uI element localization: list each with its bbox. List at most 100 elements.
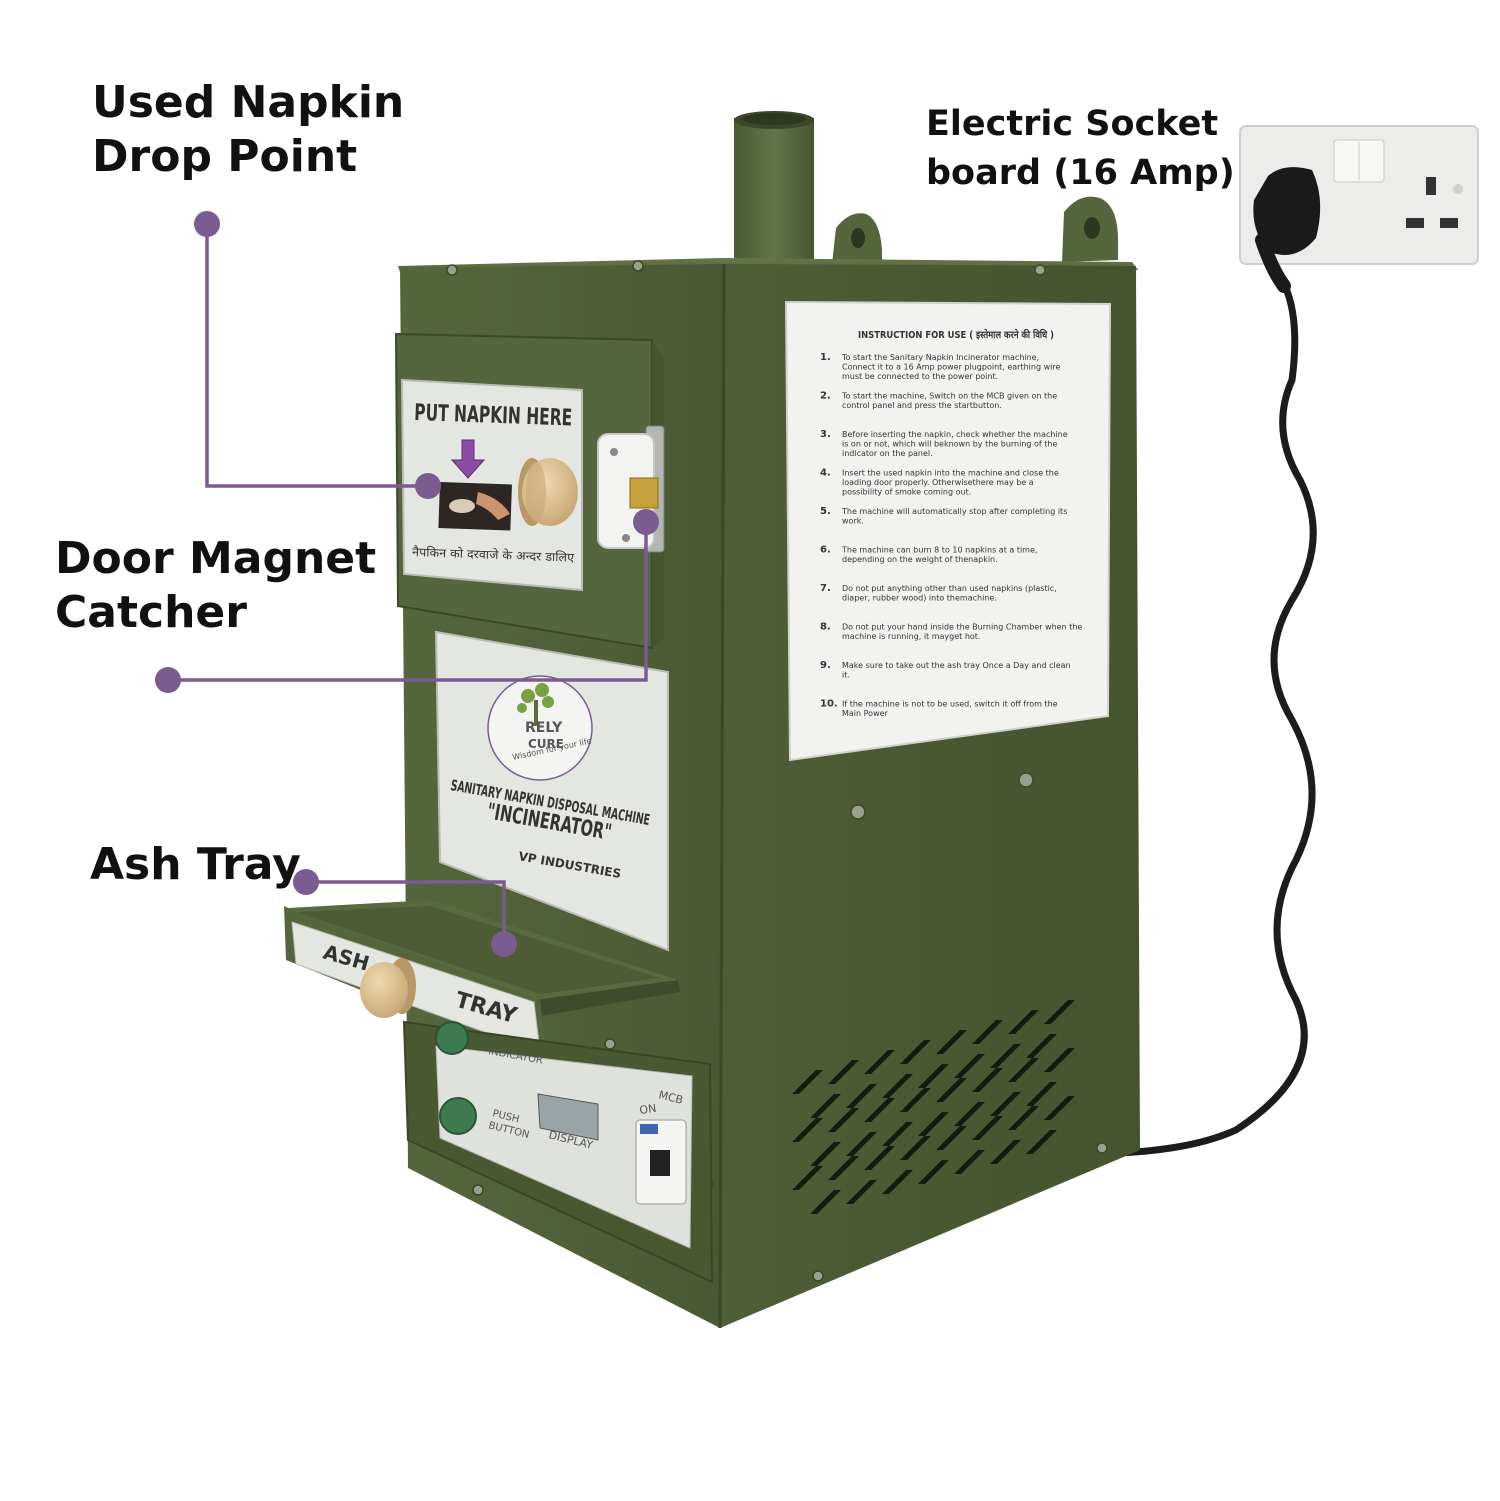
callout-door-magnet-line2: Catcher: [55, 586, 247, 638]
vent-slot: [828, 1060, 859, 1084]
instruction-number: 3.: [820, 429, 831, 440]
vent-slot: [918, 1064, 949, 1088]
vent-slot: [828, 1156, 859, 1180]
callout-ash-tray-line1: Ash Tray: [90, 839, 301, 890]
vent-slot: [900, 1040, 931, 1064]
ash-tray: ASH TRAY: [284, 900, 680, 1062]
down-arrow-icon: [450, 439, 486, 479]
instruction-number: 1.: [820, 352, 831, 363]
indicator-light: [435, 1021, 469, 1055]
vent-slot: [936, 1078, 967, 1102]
vent-slot: [900, 1136, 931, 1160]
door-label-hindi: नैपकिन को दरवाजे के अन्दर डालिए: [412, 545, 575, 565]
napkin-picture: [438, 481, 512, 531]
callout-drop-point-line1: Used Napkin: [92, 77, 405, 128]
instruction-text: If the machine is not to be used, switch…: [842, 700, 1058, 719]
vent-slot: [1026, 1130, 1057, 1154]
callout-socket-line2: board (16 Amp): [926, 153, 1235, 193]
ventilation-slots: [792, 1000, 1075, 1214]
vent-slot: [882, 1122, 913, 1146]
callout-dots: [155, 211, 659, 957]
vent-slot: [864, 1050, 895, 1074]
callout-lines: [168, 224, 648, 944]
instruction-number: 5.: [820, 506, 831, 517]
display-window: [537, 1093, 599, 1141]
chimney: [734, 118, 814, 268]
brand-line2: CURE: [528, 737, 564, 751]
vent-slot: [972, 1020, 1003, 1044]
door-knob: [518, 458, 578, 526]
vent-slot: [846, 1180, 877, 1204]
instruction-number: 8.: [820, 622, 831, 633]
vent-slot: [1026, 1082, 1057, 1106]
panel-mcb: MCB: [657, 1088, 684, 1107]
plug-icon: [1253, 167, 1321, 293]
vent-slot: [1008, 1058, 1039, 1082]
instruction-text: Make sure to take out the ash tray Once …: [842, 661, 1071, 680]
vent-slot: [882, 1074, 913, 1098]
vent-slot: [792, 1166, 823, 1190]
vent-slot: [1044, 1000, 1075, 1024]
vent-slot: [810, 1142, 841, 1166]
instruction-text: Do not put your hand inside the Burning …: [842, 623, 1082, 642]
vent-slot: [864, 1098, 895, 1122]
vent-slot: [954, 1054, 985, 1078]
vent-slot: [1008, 1106, 1039, 1130]
instruction-sheet: [784, 300, 1112, 762]
instruction-number: 9.: [820, 660, 831, 671]
vent-slot: [918, 1112, 949, 1136]
vent-slot: [1044, 1096, 1075, 1120]
power-cable: [1026, 282, 1317, 1158]
brand-logo: [487, 675, 593, 781]
instruction-text: Before inserting the napkin, check wheth…: [842, 430, 1068, 458]
vent-slot: [1008, 1010, 1039, 1034]
control-panel: [435, 1045, 693, 1249]
callout-electric-socket: Electric Socket board (16 Amp): [926, 100, 1235, 198]
vent-slot: [864, 1146, 895, 1170]
instruction-number: 6.: [820, 545, 831, 556]
door-label: PUT NAPKIN HERE: [414, 400, 573, 431]
instruction-text: To start the machine, Switch on the MCB …: [841, 392, 1057, 411]
vent-slot: [936, 1126, 967, 1150]
vent-slot: [1026, 1034, 1057, 1058]
vent-slot: [990, 1092, 1021, 1116]
push-button[interactable]: [439, 1097, 477, 1135]
instruction-text: Do not put anything other than used napk…: [842, 584, 1057, 603]
instruction-text: Insert the used napkin into the machine …: [842, 469, 1059, 497]
instruction-text: To start the Sanitary Napkin Incinerator…: [841, 353, 1060, 381]
vent-slot: [1044, 1048, 1075, 1072]
vent-slot: [918, 1160, 949, 1184]
instruction-number: 4.: [820, 468, 831, 479]
vent-slot: [900, 1088, 931, 1112]
panel-on: ON: [639, 1102, 658, 1117]
callout-socket-line1: Electric Socket: [926, 104, 1219, 144]
instruction-text: The machine can burn 8 to 10 napkins at …: [841, 546, 1037, 565]
brand-line1: RELY: [525, 720, 563, 736]
vent-slot: [810, 1094, 841, 1118]
instruction-number: 2.: [820, 391, 831, 402]
vent-slot: [810, 1190, 841, 1214]
vent-slot: [936, 1030, 967, 1054]
callout-door-magnet-line1: Door Magnet: [55, 533, 377, 584]
instruction-list: INSTRUCTION FOR USE ( इस्तेमाल करने की व…: [820, 328, 1082, 718]
vent-slot: [846, 1084, 877, 1108]
callout-drop-point-line2: Drop Point: [92, 130, 358, 182]
vent-slot: [882, 1170, 913, 1194]
callout-used-napkin-drop-point: Used Napkin Drop Point: [92, 76, 404, 183]
vent-slot: [954, 1150, 985, 1174]
mcb-switch[interactable]: [635, 1119, 687, 1205]
vent-slot: [972, 1116, 1003, 1140]
vent-slot: [972, 1068, 1003, 1092]
vent-slot: [846, 1132, 877, 1156]
vent-slot: [792, 1118, 823, 1142]
vent-slot: [990, 1140, 1021, 1164]
callout-door-magnet-catcher: Door Magnet Catcher: [55, 532, 376, 639]
instruction-text: The machine will automatically stop afte…: [841, 507, 1067, 526]
instruction-title: INSTRUCTION FOR USE ( इस्तेमाल करने की व…: [858, 328, 1054, 341]
tray-knob: [360, 958, 416, 1018]
vent-slot: [990, 1044, 1021, 1068]
vent-slot: [954, 1102, 985, 1126]
callout-ash-tray: Ash Tray: [90, 838, 301, 892]
instruction-number: 7.: [820, 583, 831, 594]
